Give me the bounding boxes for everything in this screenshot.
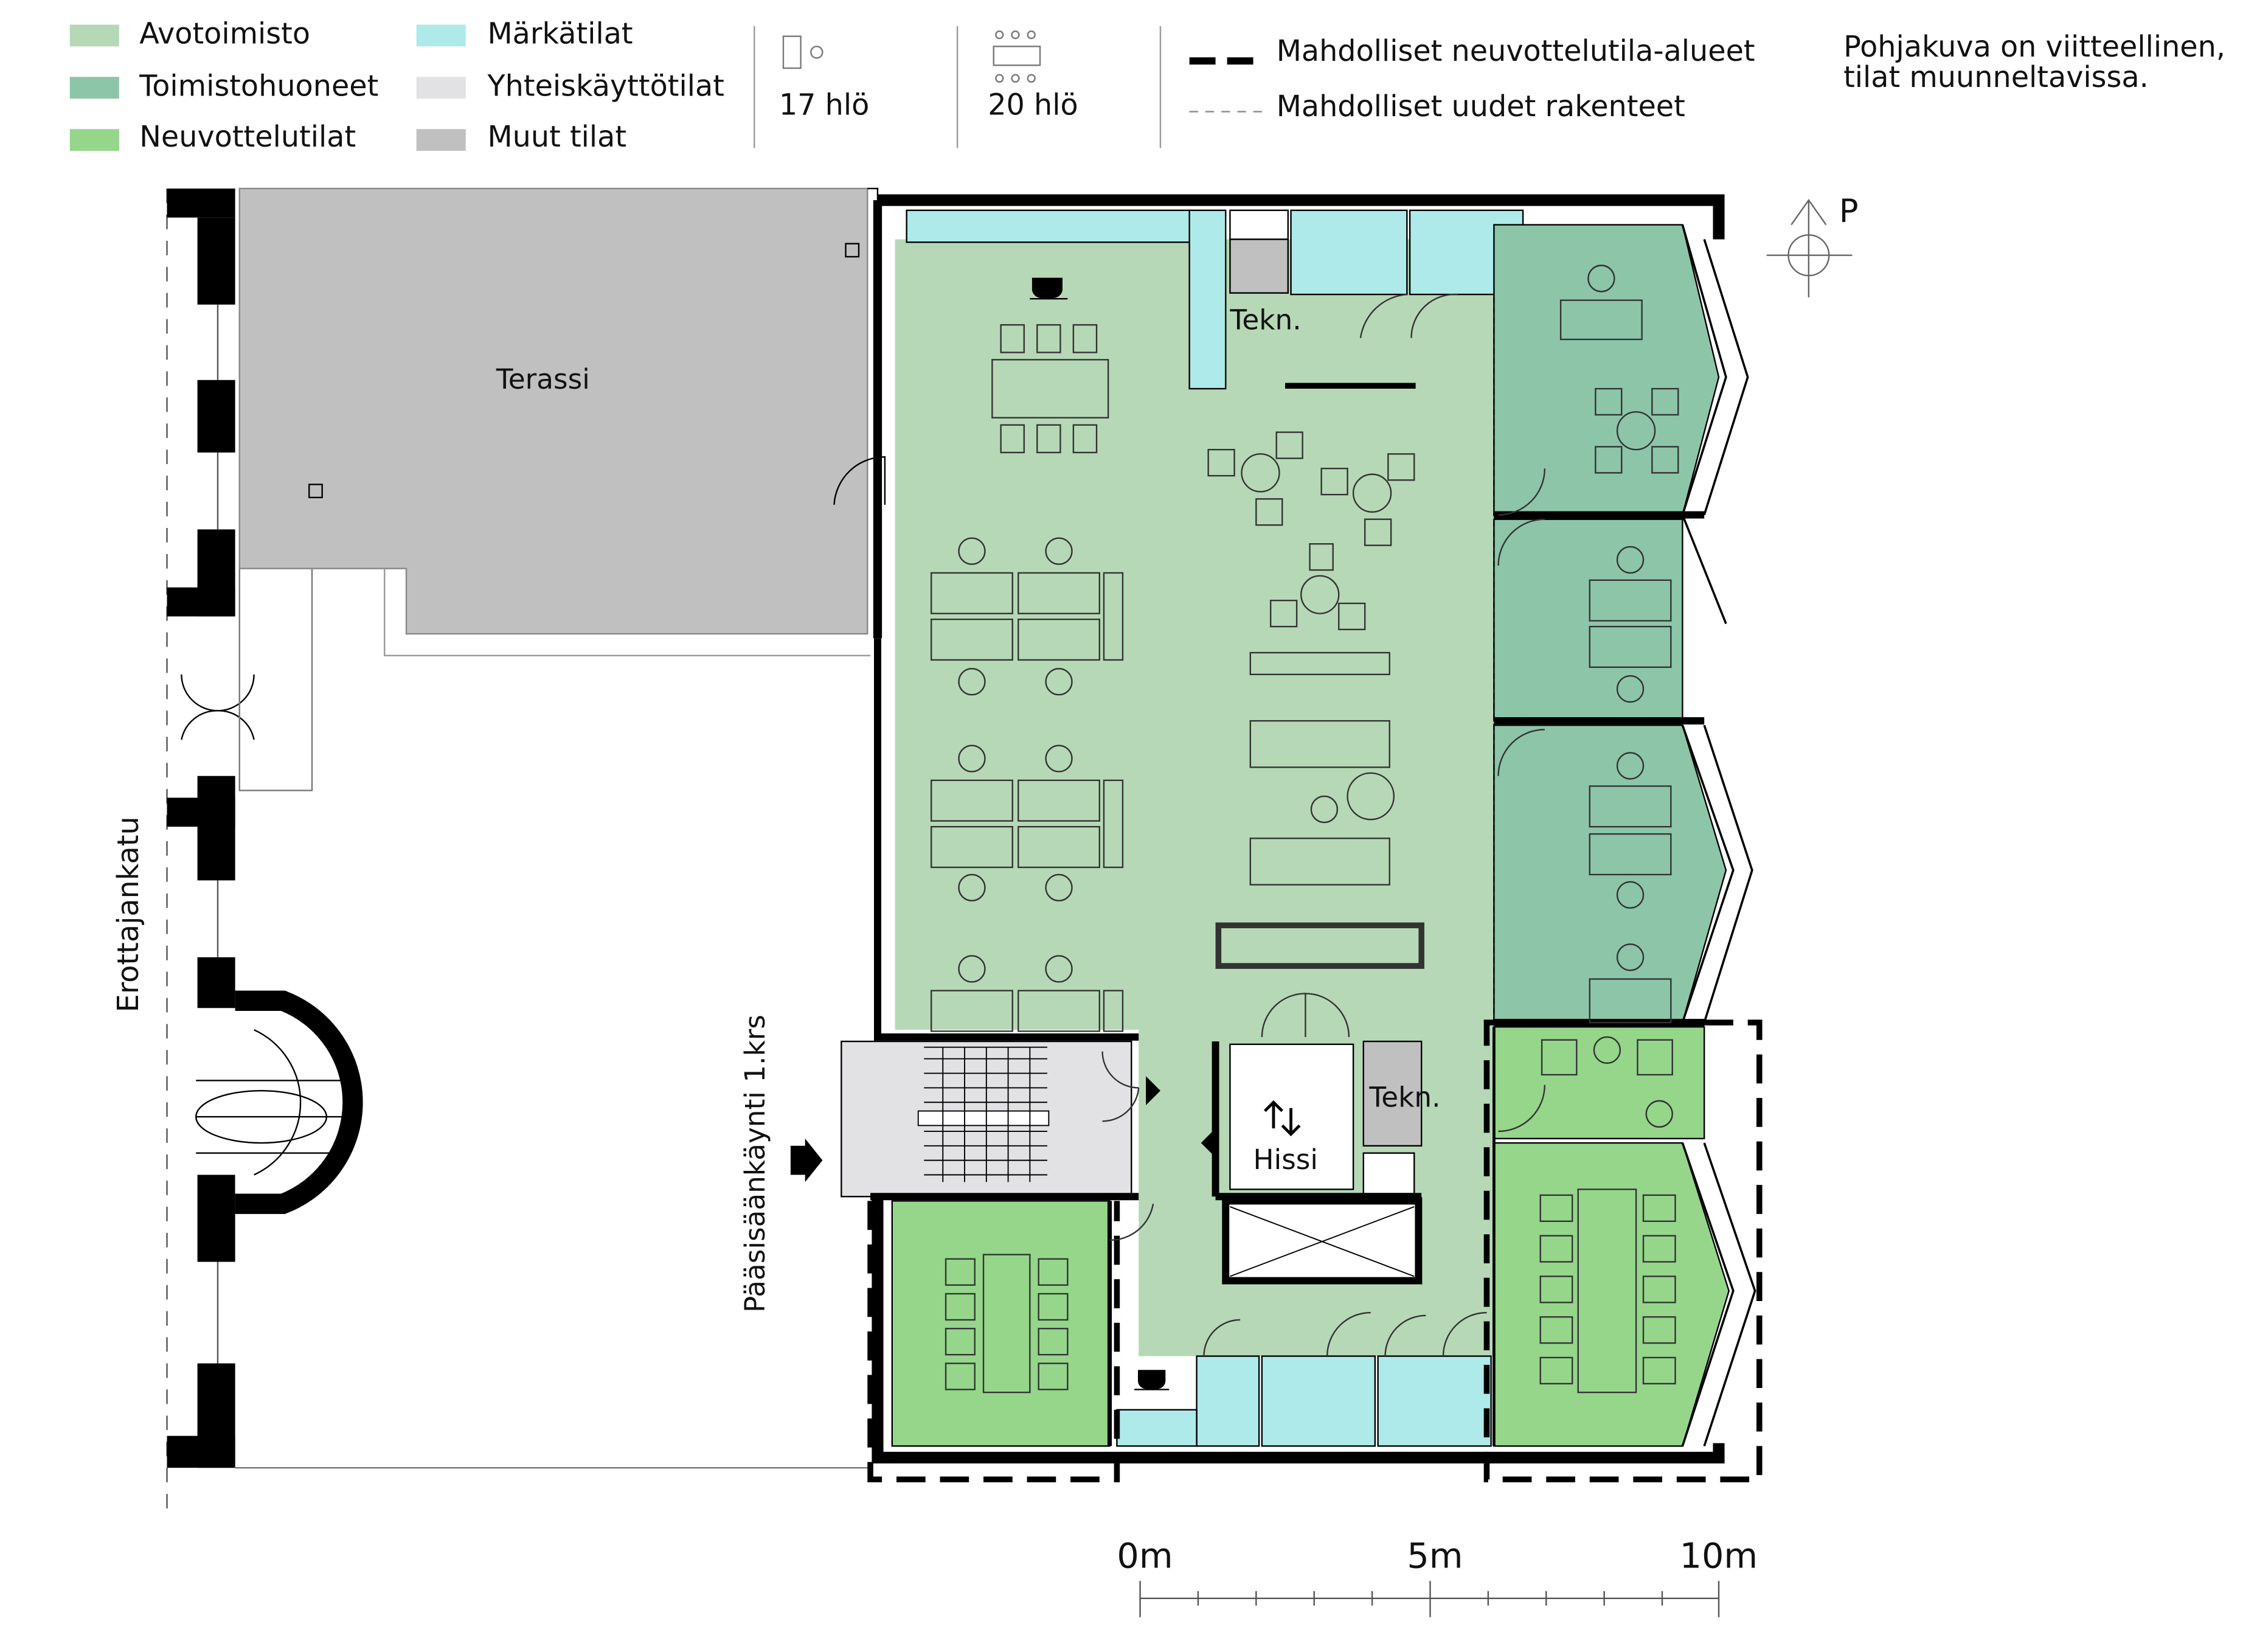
workstation-icon [782, 35, 823, 69]
swatch-muut [416, 129, 466, 151]
entrance-label: Pääsisäänkäynti 1.krs [739, 1015, 771, 1313]
legend-yhteiskaytto: Yhteiskäyttötilat [487, 69, 724, 103]
note-line-2: tilat muunneltavissa. [1843, 61, 2149, 94]
entrance-arrow-icon [790, 1076, 1216, 1182]
tech-room-label-1: Tekn. [1229, 304, 1301, 336]
street-label: Erottajankatu [112, 816, 145, 1012]
office-rooms [1493, 224, 1727, 1024]
furniture [931, 265, 1679, 1393]
meeting-rooms [891, 1026, 1730, 1447]
wet-rooms [906, 209, 1524, 1447]
swatch-yhteiskaytto [416, 77, 466, 99]
capacity-20: 20 hlö [988, 88, 1078, 122]
scale-label-0: 0m [1117, 1536, 1173, 1577]
left-facade [166, 188, 871, 1508]
swatch-neuvottelutilat [69, 129, 119, 151]
legend-avotoimisto: Avotoimisto [139, 18, 310, 51]
note-line-1: Pohjakuva on viitteellinen, [1843, 30, 2225, 64]
legend-muut: Muut tilat [488, 120, 627, 154]
scale-label-10: 10m [1680, 1536, 1758, 1577]
legend-toimistohuoneet: Toimistohuoneet [139, 69, 378, 103]
main-stairs [917, 1046, 1050, 1182]
legend-markatilat: Märkätilat [488, 18, 633, 51]
walls [867, 187, 1756, 1464]
spiral-staircase [195, 990, 363, 1214]
swatch-toimistohuoneet [69, 77, 119, 99]
swatch-avotoimisto [69, 24, 119, 47]
north-arrow-icon [1766, 199, 1853, 297]
capacity-17: 17 hlö [779, 88, 869, 122]
scale-bar [1139, 1581, 1720, 1617]
coffee-icon [1134, 1370, 1170, 1390]
legend-new-structures: Mahdolliset uudet rakenteet [1277, 90, 1685, 123]
legend-neuvottelutilat: Neuvottelutilat [139, 120, 356, 154]
elevator-arrows-icon [1263, 1100, 1301, 1137]
legend-meeting-areas: Mahdolliset neuvottelutila-alueet [1277, 35, 1755, 68]
meeting-table-icon [993, 30, 1041, 83]
scale-label-5: 5m [1407, 1536, 1463, 1577]
terrace-area [238, 187, 868, 635]
legend-zones: Avotoimisto Toimistohuoneet Neuvotteluti… [69, 18, 724, 154]
elevator-label: Hissi [1253, 1144, 1318, 1176]
swatch-markatilat [416, 24, 466, 47]
tech-room-label-2: Tekn. [1368, 1081, 1440, 1113]
coffee-icon [1030, 277, 1068, 300]
terrace-label: Terassi [496, 363, 590, 395]
north-label: P [1839, 193, 1859, 230]
